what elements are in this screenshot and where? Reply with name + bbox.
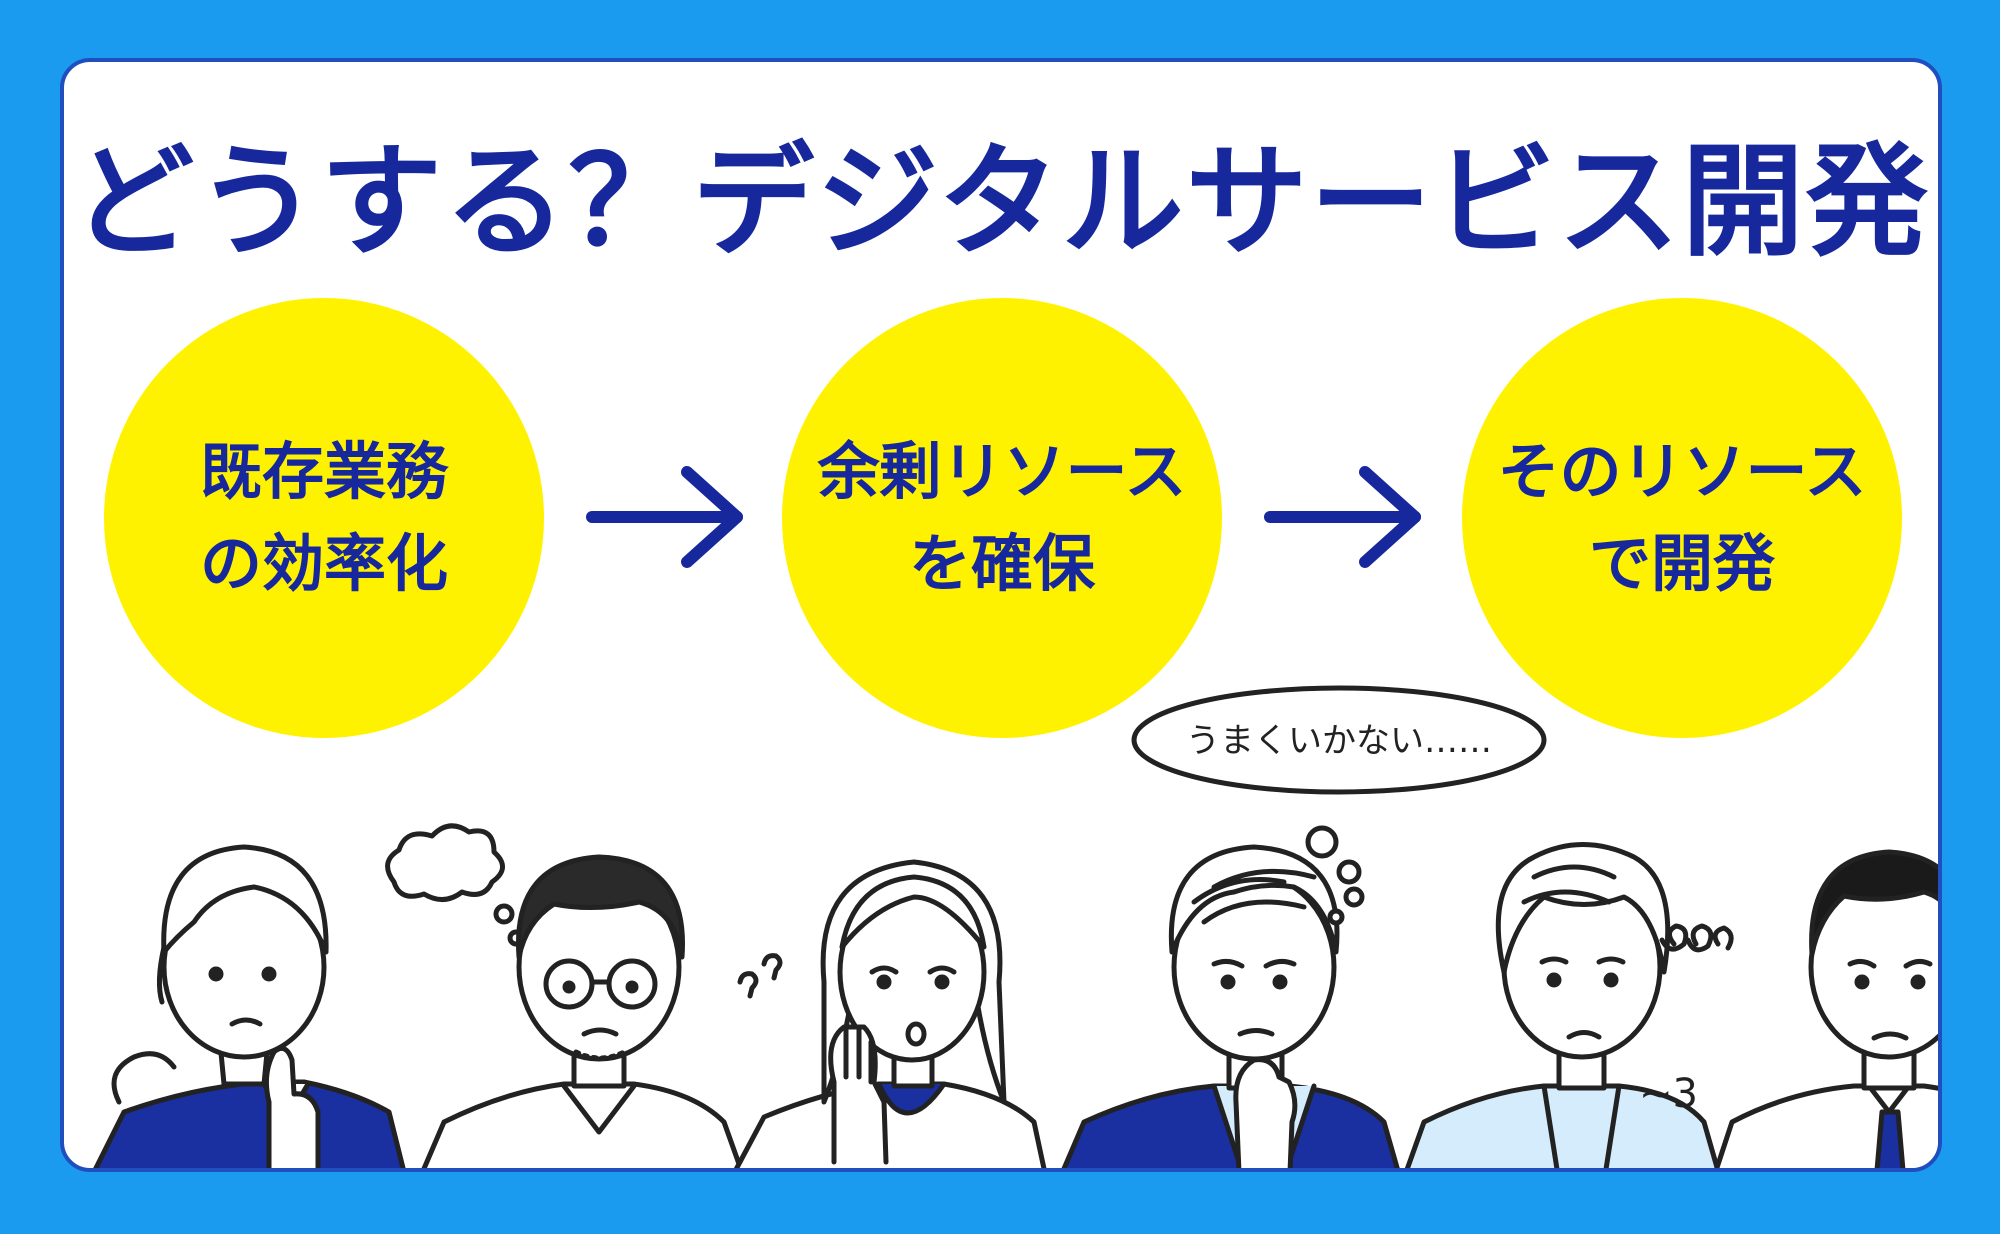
speech-bubble: うまくいかない……	[1131, 685, 1547, 795]
right-arrow-icon	[1264, 466, 1421, 568]
person-2-glasses	[421, 854, 744, 1168]
person-4-grey-hair	[1061, 825, 1400, 1168]
person-5-sighing	[1404, 842, 1720, 1168]
person-1-thinking	[93, 844, 406, 1168]
step-2-line-2: を確保	[908, 527, 1095, 600]
step-circle-2: 余剰リソース を確保	[782, 298, 1222, 738]
step-3-line-2: で開発	[1588, 527, 1775, 600]
step-circle-1: 既存業務 の効率化	[104, 298, 544, 738]
people-illustration: うまくいかない…… ~3	[93, 685, 1938, 1168]
step-1-line-2: の効率化	[199, 527, 448, 600]
speech-bubble-text: うまくいかない……	[1186, 721, 1492, 761]
page-title: どうする？デジタルサービス開発	[72, 131, 1930, 273]
person-6-tie	[1714, 849, 1938, 1168]
person-3-worried	[733, 859, 1047, 1168]
thought-cloud-icon	[385, 823, 525, 947]
main-card: どうする？デジタルサービス開発 既存業務 の効率化 余剰リソース を確保 そのリ…	[60, 58, 1942, 1172]
sigh-mark-icon: ~3	[1639, 1071, 1698, 1117]
step-1-line-1: 既存業務	[199, 435, 448, 508]
swirl-icon	[1659, 923, 1734, 953]
question-marks-icon	[737, 953, 783, 999]
step-2-line-1: 余剰リソース	[817, 435, 1187, 508]
step-circle-3: そのリソース で開発	[1462, 298, 1902, 738]
right-arrow-icon	[586, 466, 743, 568]
step-3-line-1: そのリソース	[1497, 435, 1867, 508]
